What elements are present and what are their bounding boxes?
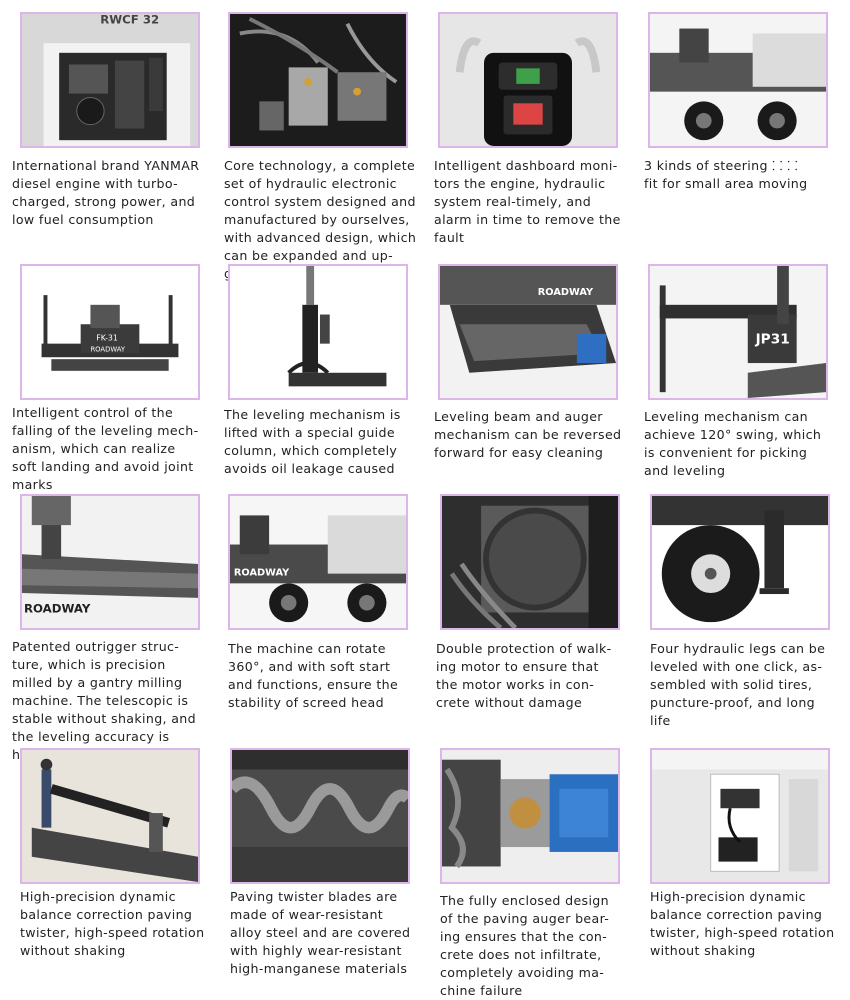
frame-brand-label: ROADWAY <box>90 345 125 353</box>
feature-caption: High-precision dynamic balance correctio… <box>650 889 835 958</box>
feature-caption: The machine can rotate 360°, and with so… <box>228 641 399 710</box>
walking-motor-photo <box>440 494 620 630</box>
feature-caption: Double protection of walk- ing motor to … <box>436 641 612 710</box>
rotate-brand-label: ROADWAY <box>234 568 290 579</box>
feature-caption: Paving twister blades are made of wear-r… <box>230 889 411 976</box>
feature-caption: 3 kinds of steering ⸬ ⸬ fit for small ar… <box>644 158 808 191</box>
feature-caption: Intelligent dashboard moni- tors the eng… <box>434 158 621 245</box>
diesel-engine-photo: RWCF 32 <box>20 12 200 148</box>
control-box-photo <box>650 748 830 884</box>
dashboard-photo <box>438 12 618 148</box>
hydraulic-valve-photo <box>228 12 408 148</box>
leveling-beam-photo: ROADWAY <box>438 264 618 400</box>
engine-top-label: RWCF 32 <box>100 14 159 27</box>
guide-column-photo <box>228 264 408 400</box>
swing-plate-label: JP31 <box>755 332 790 348</box>
outrigger-brand-label: ROADWAY <box>24 602 91 616</box>
frame-plate-label: FK-31 <box>96 334 118 343</box>
feature-caption: Four hydraulic legs can be leveled with … <box>650 641 826 728</box>
feature-caption: Core technology, a complete set of hydra… <box>224 158 417 281</box>
swing-mechanism-photo: JP31 <box>648 264 828 400</box>
rotating-machine-photo: ROADWAY <box>228 494 408 630</box>
feature-caption: Leveling mechanism can achieve 120° swin… <box>644 409 822 478</box>
twister-blades-photo <box>230 748 410 884</box>
leveling-frame-photo: FK-31 ROADWAY <box>20 264 200 400</box>
feature-caption: International brand YANMAR diesel engine… <box>12 158 200 227</box>
feature-caption: The leveling mechanism is lifted with a … <box>224 407 401 476</box>
feature-caption: Patented outrigger struc- ture, which is… <box>12 639 196 762</box>
outrigger-photo: ROADWAY <box>20 494 200 630</box>
feature-caption: Leveling beam and auger mechanism can be… <box>434 409 622 460</box>
feature-caption: High-precision dynamic balance correctio… <box>20 889 205 958</box>
beam-brand-label: ROADWAY <box>538 287 594 298</box>
solid-tire-photo <box>650 494 830 630</box>
feature-caption: Intelligent control of the falling of th… <box>12 405 199 492</box>
balance-correction-photo <box>20 748 200 884</box>
steering-machine-photo <box>648 12 828 148</box>
feature-caption: The fully enclosed design of the paving … <box>440 893 610 998</box>
auger-bearing-photo <box>440 748 620 884</box>
